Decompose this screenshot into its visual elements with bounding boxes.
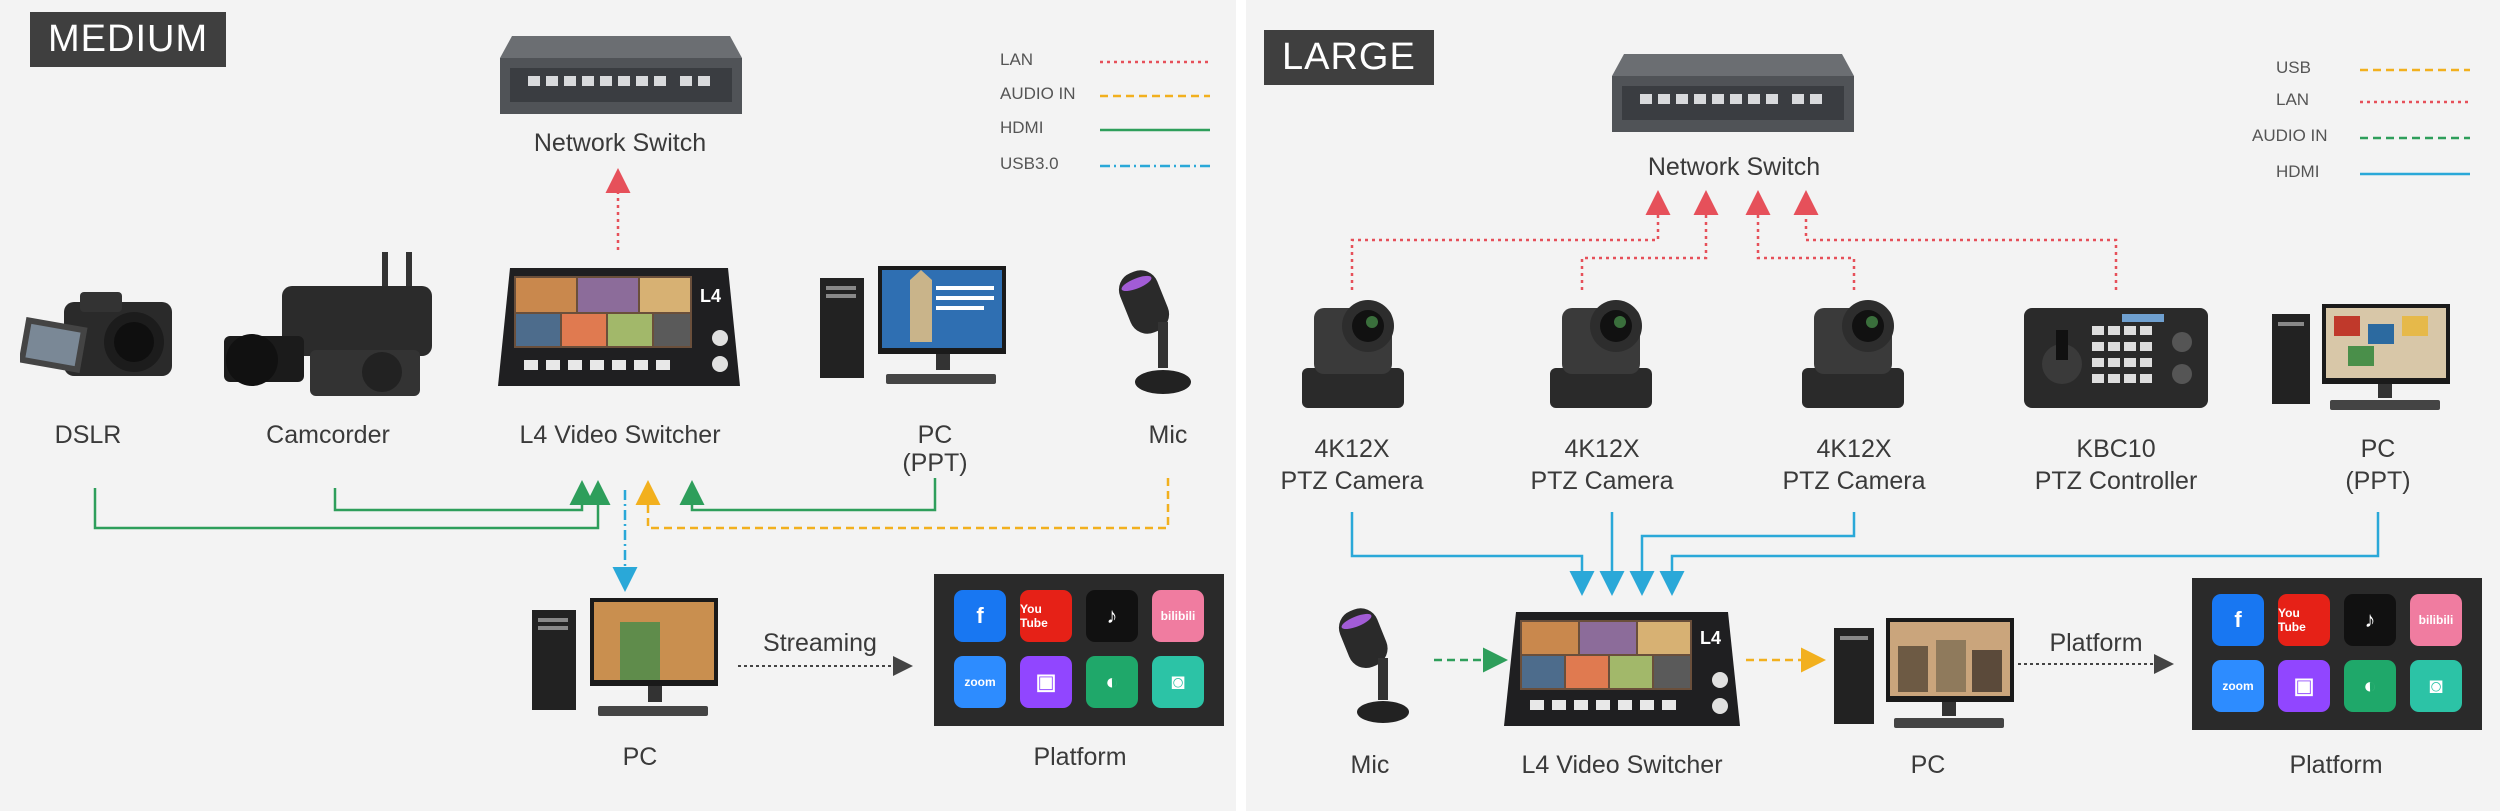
svg-text:L4: L4 <box>700 286 721 306</box>
bilibili-icon: bilibili <box>1152 590 1204 642</box>
ptz-camera-3-label-line2: PTZ Camera <box>1782 467 1926 495</box>
large-connections <box>1350 68 2470 674</box>
pc-streaming <box>532 598 718 716</box>
webex-icon: ◐ <box>1086 656 1138 708</box>
twitch-icon: ▣ <box>1020 656 1072 708</box>
ptz-camera-2-label-line1: 4K12X <box>1564 435 1640 463</box>
platform-grid: f You Tube ♪ bilibili zoom ▣ ◐ ◙ <box>934 574 1224 726</box>
youtube-icon: You Tube <box>1020 590 1072 642</box>
dslr-label: DSLR <box>54 421 122 449</box>
legend-hdmi-label: HDMI <box>1000 118 1044 137</box>
large-panel: LARGE USB LAN AUDIO IN HDMI Network Swit… <box>1246 0 2500 811</box>
network-switch-device-large <box>1612 54 1854 132</box>
pc-ppt-large-label-line1: PC <box>2360 435 2396 463</box>
facebook-icon: f <box>2212 594 2264 646</box>
legend-usb-label: USB <box>2276 58 2311 77</box>
medium-connections <box>93 60 1210 676</box>
legend-lan-label: LAN <box>1000 50 1034 69</box>
legend-usb3-label: USB3.0 <box>1000 154 1059 173</box>
zoom-icon: zoom <box>954 656 1006 708</box>
ptz-camera-3 <box>1802 300 1904 408</box>
platform-large-label: Platform <box>2289 751 2383 779</box>
medium-badge: MEDIUM <box>30 12 227 67</box>
tiktok-icon: ♪ <box>2344 594 2396 646</box>
svg-text:L4: L4 <box>1700 628 1721 648</box>
platform-arrow-label: Platform <box>2049 629 2143 657</box>
l4-video-switcher-large: L4 <box>1504 612 1740 726</box>
pc-ppt-large-label-line2: (PPT) <box>2345 467 2411 495</box>
camcorder <box>224 252 432 396</box>
ptz-camera-2 <box>1550 300 1652 408</box>
mic-large-label: Mic <box>1350 751 1390 779</box>
twitch-icon: ▣ <box>2278 660 2330 712</box>
legend-lan-label-large: LAN <box>2276 90 2310 109</box>
l4-video-switcher-large-label: L4 Video Switcher <box>1521 751 1723 779</box>
legend-hdmi-label-large: HDMI <box>2276 162 2320 181</box>
streaming-label: Streaming <box>763 629 877 657</box>
ptz-controller-label-line1: KBC10 <box>2076 435 2156 463</box>
facebook-icon: f <box>954 590 1006 642</box>
youtube-icon: You Tube <box>2278 594 2330 646</box>
pc-large <box>1834 618 2014 728</box>
network-switch-device <box>500 36 742 114</box>
network-switch-label-large: Network Switch <box>1647 153 1821 181</box>
zoom-icon: zoom <box>2212 660 2264 712</box>
pc-label: PC <box>622 743 658 771</box>
microphone-large <box>1338 608 1409 723</box>
ptz-camera-1 <box>1302 300 1404 408</box>
webex-icon: ◐ <box>2344 660 2396 712</box>
large-badge: LARGE <box>1264 30 1434 85</box>
ptz-camera-1-label-line2: PTZ Camera <box>1280 467 1424 495</box>
ptz-camera-1-label-line1: 4K12X <box>1314 435 1390 463</box>
platform-grid-large: f You Tube ♪ bilibili zoom ▣ ◐ ◙ <box>2192 578 2482 730</box>
pc-ppt-label-line1: PC <box>917 421 953 449</box>
ptz-controller-label-line2: PTZ Controller <box>2034 467 2198 495</box>
l4-video-switcher-label: L4 Video Switcher <box>519 421 721 449</box>
pc-ppt-label-line2: (PPT) <box>902 449 968 477</box>
network-switch-label: Network Switch <box>533 129 707 157</box>
microphone <box>1118 270 1191 394</box>
ptz-camera-2-label-line2: PTZ Camera <box>1530 467 1674 495</box>
meeting-icon: ◙ <box>2410 660 2462 712</box>
platform-label: Platform <box>1033 743 1127 771</box>
tiktok-icon: ♪ <box>1086 590 1138 642</box>
meeting-icon: ◙ <box>1152 656 1204 708</box>
pc-ppt <box>820 266 1006 384</box>
l4-video-switcher: L4 <box>498 268 740 386</box>
camcorder-label: Camcorder <box>266 421 390 449</box>
medium-legend-lines <box>1100 60 1210 168</box>
legend-audio-in-label-large: AUDIO IN <box>2252 126 2328 145</box>
bilibili-icon: bilibili <box>2410 594 2462 646</box>
pc-large-label: PC <box>1910 751 1946 779</box>
ptz-camera-3-label-line1: 4K12X <box>1816 435 1892 463</box>
mic-label: Mic <box>1148 421 1188 449</box>
legend-audio-in-label: AUDIO IN <box>1000 84 1076 103</box>
medium-panel: MEDIUM LAN AUDIO IN HDMI USB3.0 Network … <box>0 0 1236 811</box>
ptz-controller <box>2024 308 2208 408</box>
dslr-camera <box>20 292 172 376</box>
pc-ppt-large <box>2272 304 2450 410</box>
